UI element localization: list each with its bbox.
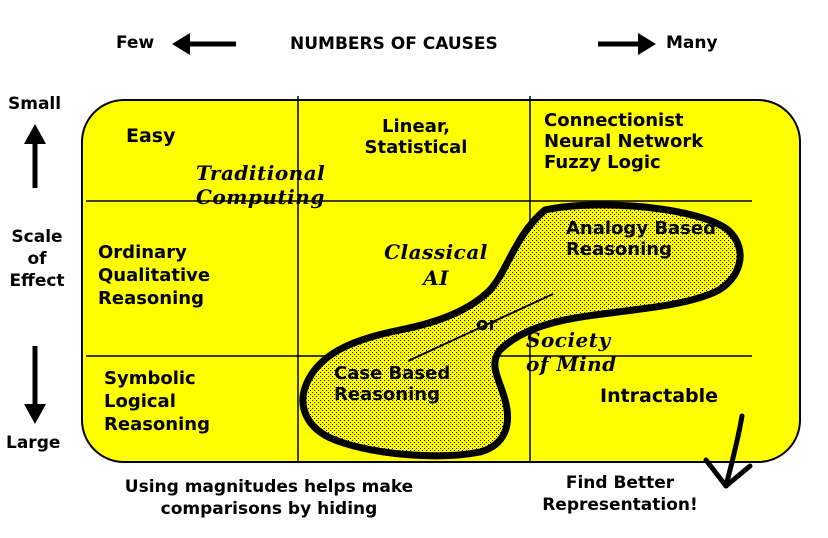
symbolic-logical-label: Symbolic Logical Reasoning: [104, 368, 210, 436]
right-arrow-icon: [598, 33, 656, 55]
society-of-mind-label: Society of Mind: [526, 328, 617, 377]
reasoning-blob: [299, 201, 744, 460]
analogy-based-reasoning-label: Analogy Based Reasoning: [566, 218, 716, 261]
yellow-panel: [81, 99, 801, 463]
traditional-computing-label: Traditional Computing: [196, 161, 326, 210]
magnitudes-note: Using magnitudes helps make comparisons …: [124, 477, 414, 519]
intractable-label: Intractable: [600, 385, 719, 407]
left-arrow-icon: [172, 33, 236, 55]
ordinary-qualitative-label: Ordinary Qualitative Reasoning: [98, 242, 211, 310]
classical-ai-label: Classical AI: [384, 240, 488, 290]
numbers-of-causes-title: NUMBERS OF CAUSES: [290, 34, 498, 54]
down-arrow-icon: [24, 346, 46, 424]
hand-drawn-down-arrow-icon: [703, 413, 753, 489]
large-label: Large: [6, 433, 61, 453]
many-label: Many: [666, 33, 718, 53]
or-label: or: [476, 314, 498, 335]
scale-of-effect-label: Scale of Effect: [9, 227, 65, 292]
find-better-representation-note: Find Better Representation!: [542, 473, 698, 515]
small-label: Small: [8, 94, 62, 114]
linear-statistical-label: Linear, Statistical: [364, 116, 468, 159]
few-label: Few: [116, 33, 155, 53]
connectionist-label: Connectionist Neural Network Fuzzy Logic: [544, 110, 704, 174]
up-arrow-icon: [24, 124, 46, 188]
blob-connector-line: [407, 293, 554, 362]
case-based-reasoning-label: Case Based Reasoning: [334, 363, 451, 406]
easy-label: Easy: [126, 125, 176, 147]
